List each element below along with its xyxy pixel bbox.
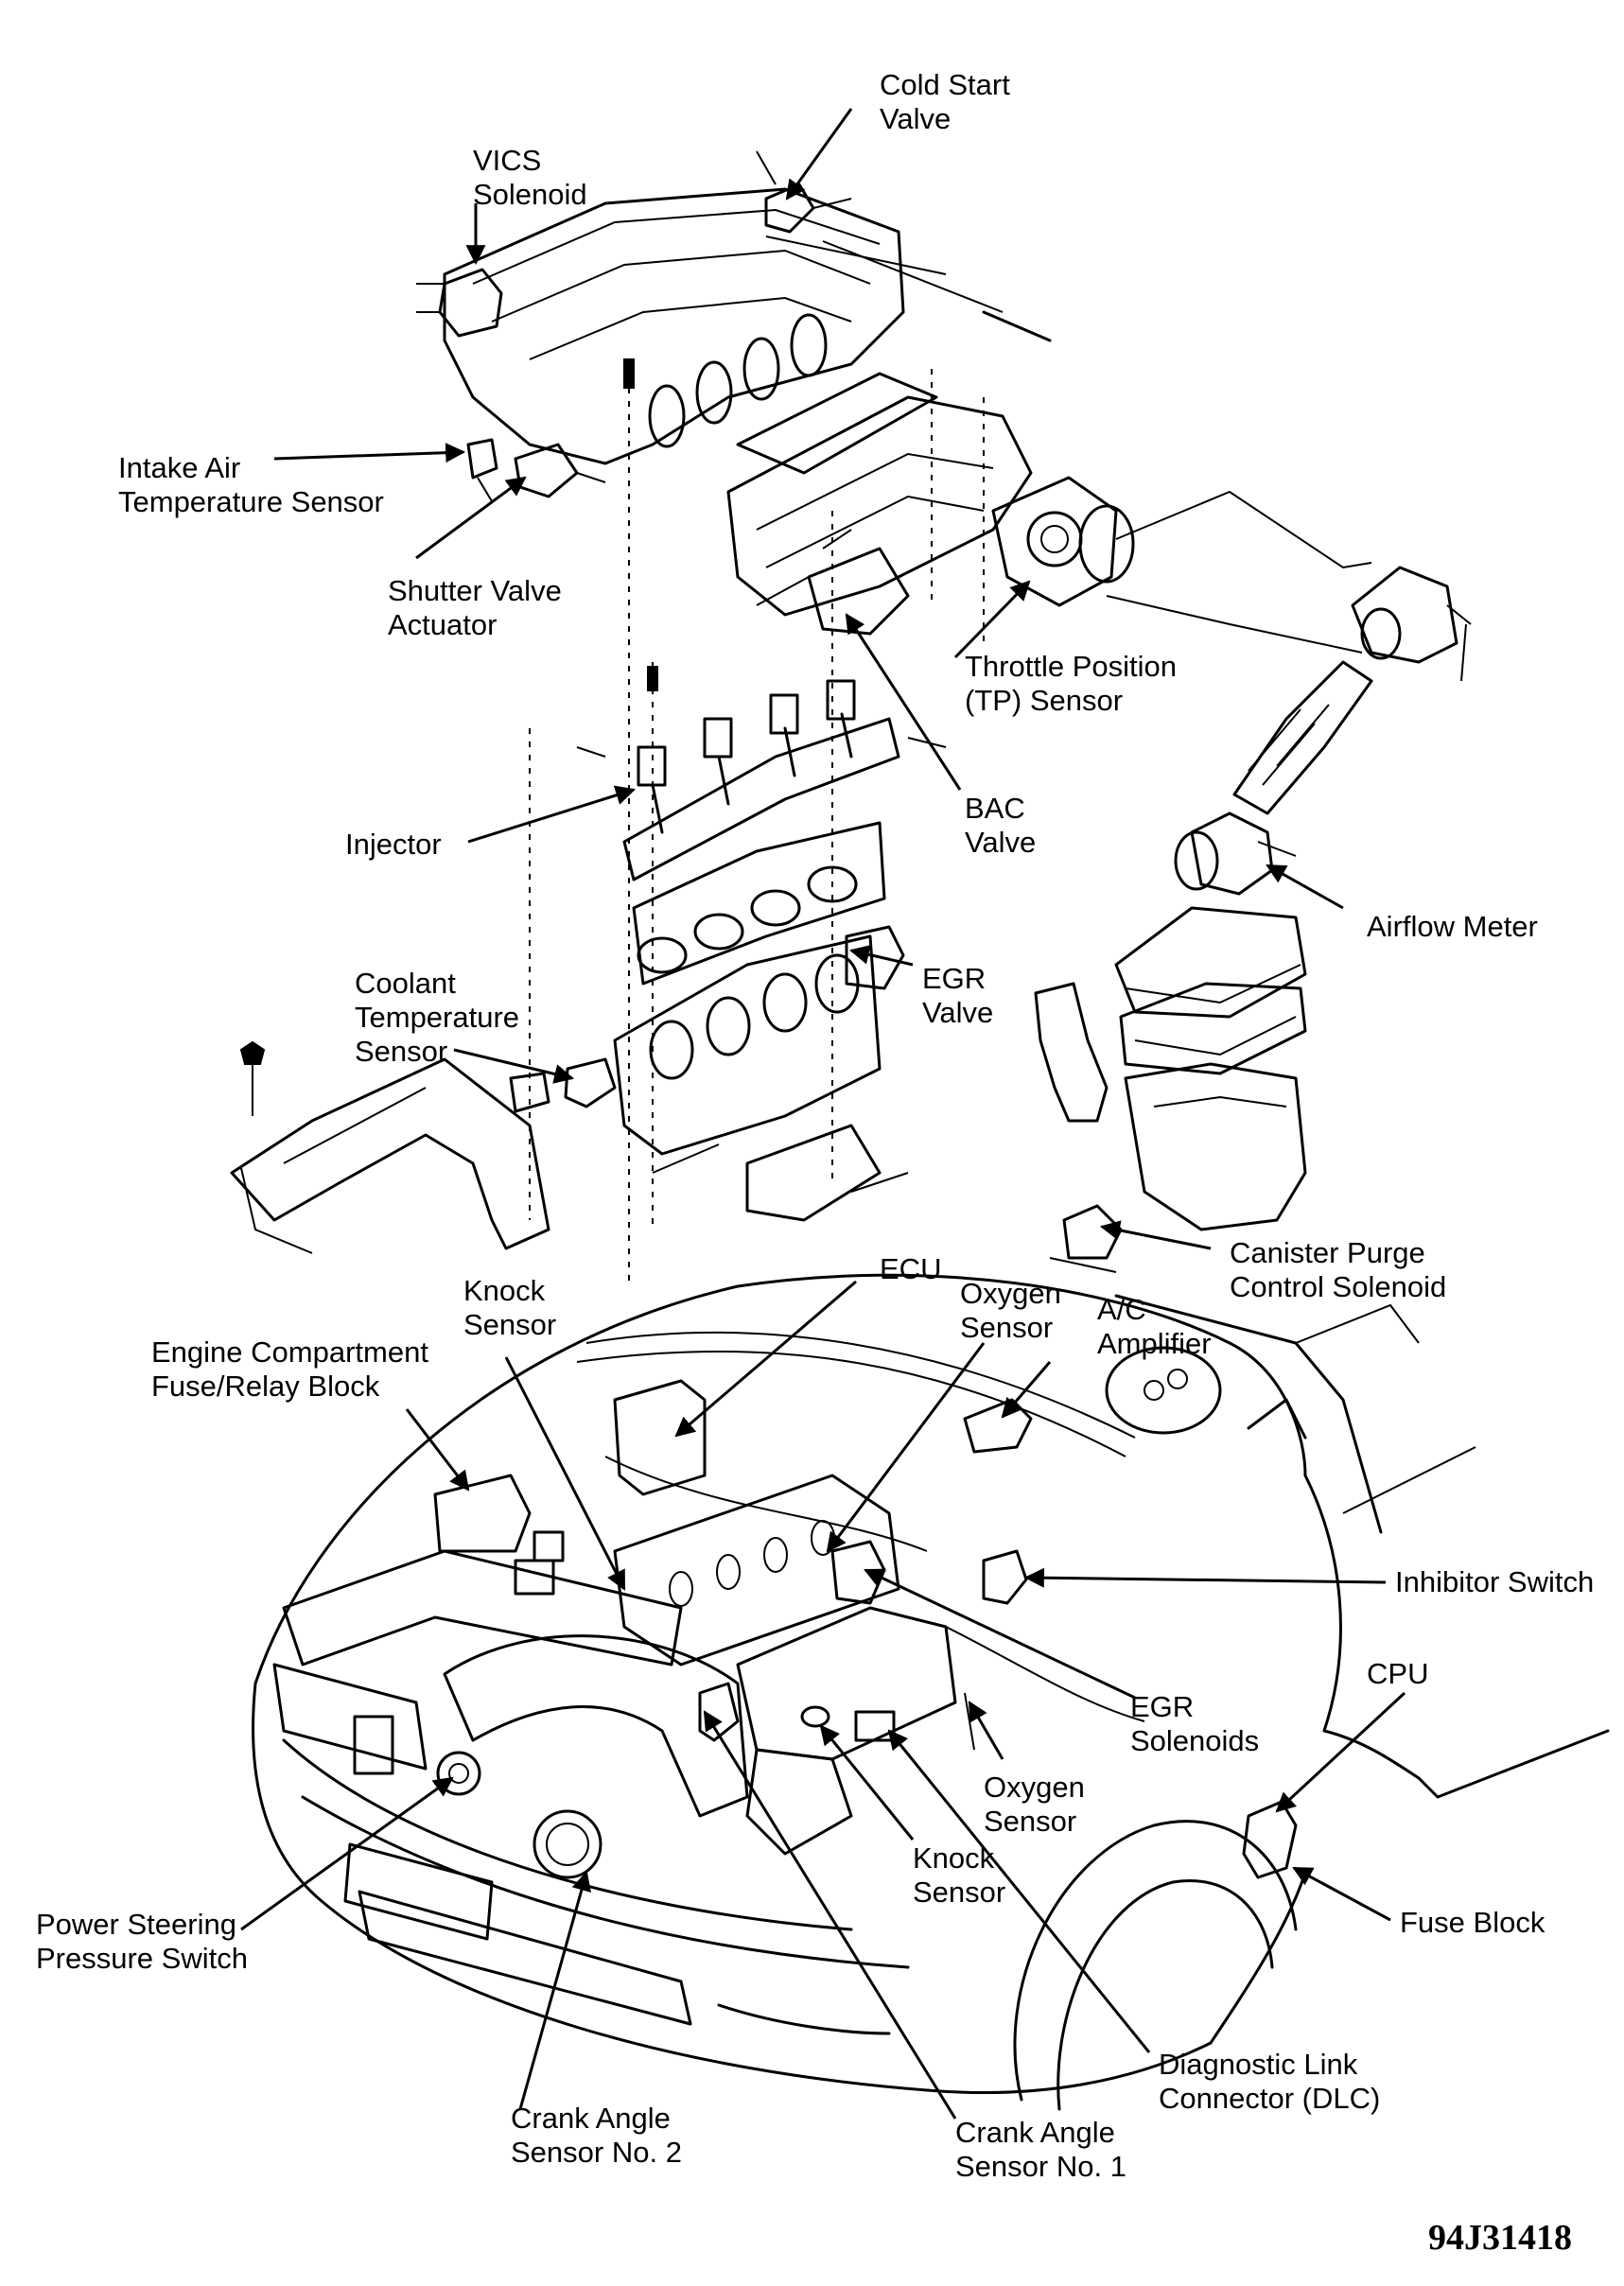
- intake-manifold-drawing: [416, 150, 1135, 1286]
- air-cleaner-drawing: [1034, 490, 1472, 1273]
- air-intake-duct-drawing: [230, 1040, 550, 1254]
- figure-code: 94J31418: [1428, 2218, 1572, 2258]
- engine-bay-drawing: [282, 1331, 1298, 1879]
- label-injector: Injector: [345, 828, 442, 861]
- label-cpu: CPU: [1367, 1657, 1428, 1690]
- cylinder-head-drawing: [509, 821, 909, 1222]
- fuel-rail-drawing: [576, 679, 947, 881]
- leader-lines: [240, 108, 1406, 2120]
- label-throttle-position-sensor: Throttle Position(TP) Sensor: [965, 650, 1177, 717]
- label-airflow-meter: Airflow Meter: [1367, 910, 1538, 943]
- label-inhibitor-switch: Inhibitor Switch: [1395, 1565, 1594, 1598]
- label-ecu: ECU: [880, 1252, 941, 1285]
- label-fuse-block: Fuse Block: [1400, 1906, 1545, 1939]
- car-body-drawing: [252, 1273, 1610, 2111]
